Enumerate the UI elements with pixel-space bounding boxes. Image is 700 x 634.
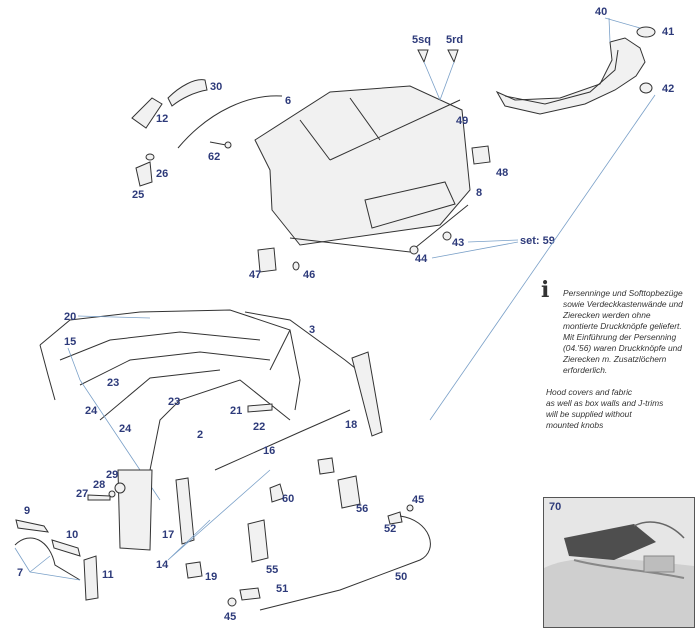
label-40: 40 — [595, 6, 607, 18]
label-44: 44 — [415, 253, 428, 265]
label-5rd: 5rd — [446, 34, 463, 46]
label-29: 29 — [106, 469, 118, 481]
label-5sq: 5sq — [412, 34, 431, 46]
label-19: 19 — [205, 571, 217, 583]
label-8: 8 — [476, 187, 482, 199]
note-english: Hood covers and fabric as well as box wa… — [546, 387, 664, 430]
clips-5 — [417, 49, 459, 64]
softtop-cover — [254, 85, 471, 253]
label-18: 18 — [345, 419, 357, 431]
label-47: 47 — [249, 269, 261, 281]
set-59-label: set: 59 — [520, 235, 555, 247]
label-7: 7 — [17, 567, 23, 579]
label-24b: 24 — [119, 423, 132, 435]
label-49: 49 — [456, 115, 468, 127]
hood-frame — [39, 309, 301, 471]
label-55: 55 — [266, 564, 278, 576]
label-50: 50 — [395, 571, 407, 583]
inset-photo-70: 70 — [543, 497, 695, 628]
label-22: 22 — [253, 421, 265, 433]
label-70: 70 — [549, 501, 562, 513]
label-15: 15 — [64, 336, 76, 348]
label-2: 2 — [197, 429, 203, 441]
label-14: 14 — [156, 559, 169, 571]
label-24a: 24 — [85, 405, 98, 417]
label-27: 27 — [76, 488, 88, 500]
label-60: 60 — [282, 493, 294, 505]
label-23b: 23 — [168, 396, 180, 408]
label-6: 6 — [285, 95, 291, 107]
label-51: 51 — [276, 583, 288, 595]
label-10: 10 — [66, 529, 78, 541]
label-62: 62 — [208, 151, 220, 163]
label-12: 12 — [156, 113, 168, 125]
car-photo — [544, 498, 694, 627]
label-28: 28 — [93, 479, 105, 491]
info-icon: i — [541, 277, 550, 303]
label-21: 21 — [230, 405, 242, 417]
label-56: 56 — [356, 503, 368, 515]
label-45a: 45 — [412, 494, 424, 506]
label-42: 42 — [662, 83, 674, 95]
label-11: 11 — [102, 569, 114, 581]
label-16: 16 — [263, 445, 275, 457]
label-41: 41 — [662, 26, 674, 38]
label-26: 26 — [156, 168, 168, 180]
label-23a: 23 — [107, 377, 119, 389]
label-46: 46 — [303, 269, 315, 281]
label-43: 43 — [452, 237, 464, 249]
label-48: 48 — [496, 167, 508, 179]
label-30: 30 — [210, 81, 222, 93]
label-20: 20 — [64, 311, 76, 323]
label-9: 9 — [24, 505, 30, 517]
label-3: 3 — [309, 324, 315, 336]
note-german: Persenninge und Softtopbezüge sowie Verd… — [563, 288, 683, 375]
label-25: 25 — [132, 189, 144, 201]
label-52: 52 — [384, 523, 396, 535]
boot-cover-frame — [495, 26, 656, 115]
label-17: 17 — [162, 529, 174, 541]
label-45b: 45 — [224, 611, 236, 623]
